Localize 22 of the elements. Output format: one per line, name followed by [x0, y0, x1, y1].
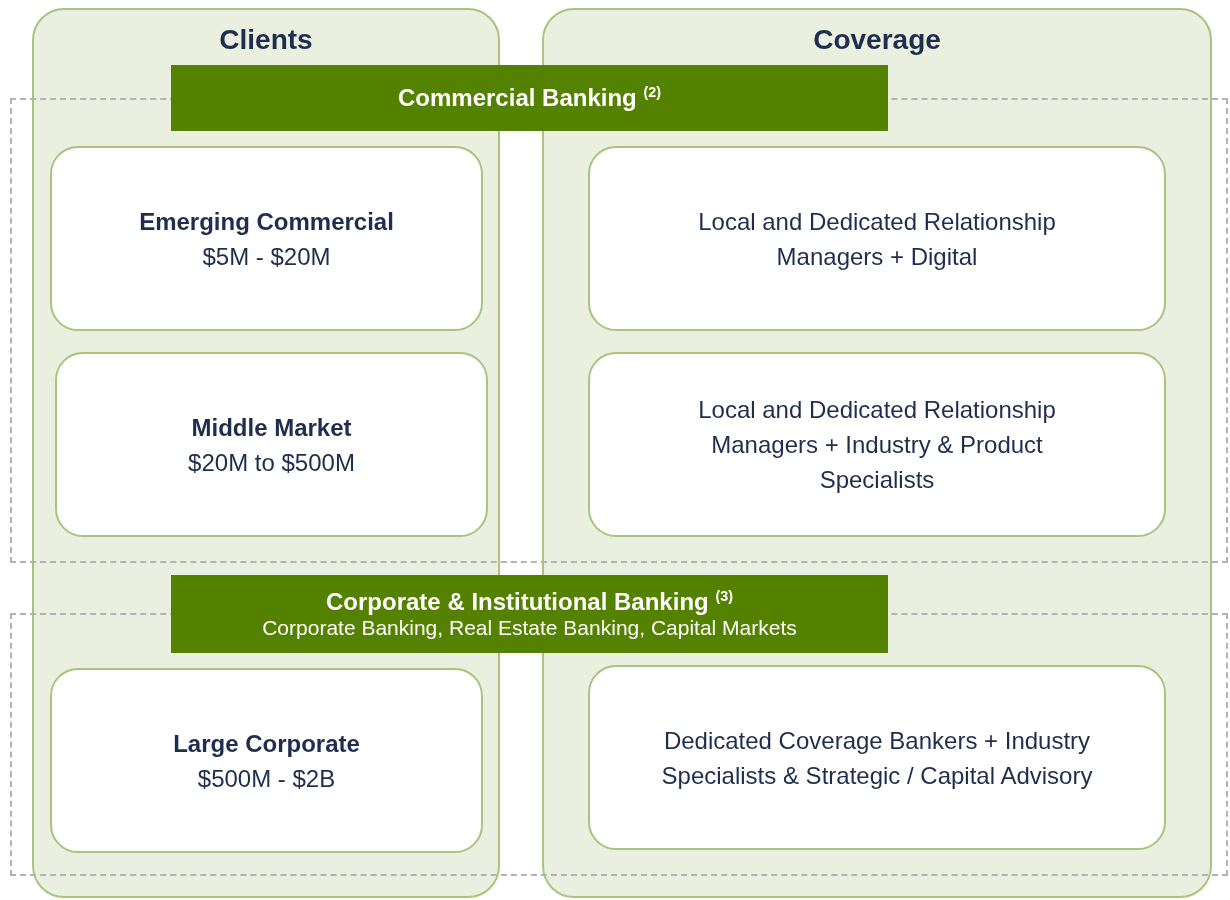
segment-card — [588, 665, 1166, 850]
coverage-text: Local and Dedicated Relationship Managers + Industry & Product Specialists — [697, 395, 1057, 495]
segment-header-bar — [171, 575, 888, 653]
segment-header-bar — [171, 65, 888, 131]
segment-card — [50, 146, 483, 331]
segment-card — [588, 146, 1166, 331]
coverage-text: Local and Dedicated Relationship Managers + Digital — [697, 206, 1057, 272]
segment-title: Emerging Commercial — [139, 206, 394, 237]
coverage-text: Dedicated Coverage Bankers + Industry Specialists & Strategic / Capital Advisory — [660, 725, 1094, 791]
column-heading: Clients — [218, 24, 314, 56]
segment-title: Middle Market — [191, 412, 352, 443]
segment-card — [50, 668, 483, 853]
revenue-range: $500M - $2B — [197, 763, 336, 794]
segment-card — [588, 352, 1166, 537]
revenue-range: $20M to $500M — [188, 447, 355, 478]
segment-title: Large Corporate — [173, 728, 360, 759]
revenue-range: $5M - $20M — [202, 241, 331, 272]
segment-card — [55, 352, 488, 537]
header-title: Commercial Banking $^{(2)}$ — [398, 84, 661, 112]
header-subtitle: Corporate Banking, Real Estate Banking, Capital Markets — [262, 616, 797, 640]
header-title: Corporate & Institutional Banking $^{(3)}$ — [326, 588, 733, 616]
column-heading: Coverage — [812, 24, 942, 56]
